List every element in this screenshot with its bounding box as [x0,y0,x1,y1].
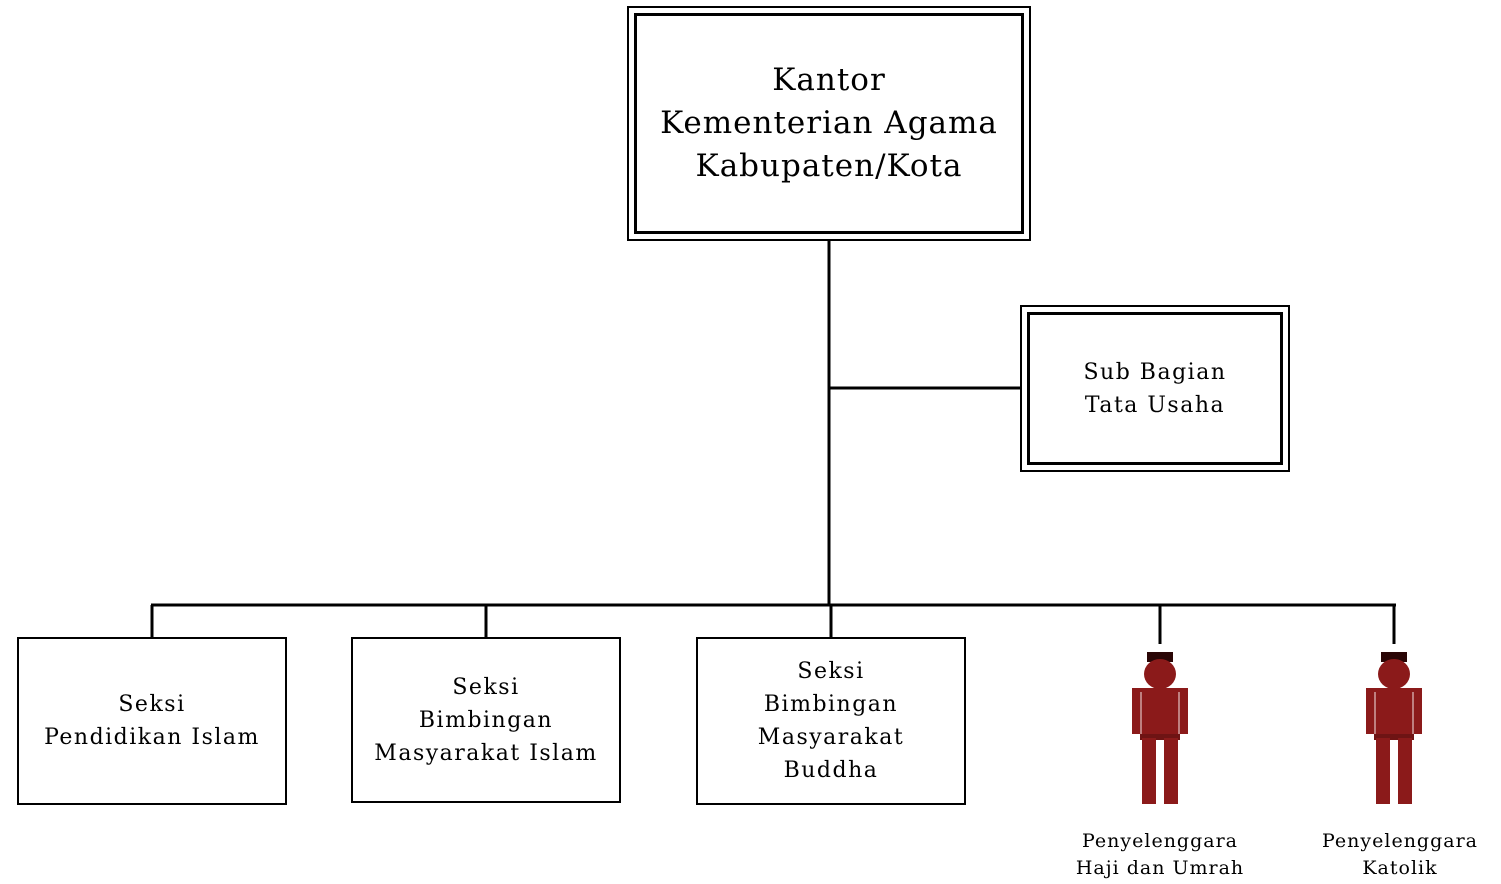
section-label: Seksi Bimbingan Masyarakat Buddha [757,659,905,783]
section-box-pendidikan-islam: Seksi Pendidikan Islam [17,637,287,805]
section-label: Seksi Bimbingan Masyarakat Islam [374,674,598,766]
official-label-haji-umrah: Penyelenggara Haji dan Umrah [1075,830,1245,879]
main-unit-label: Kantor Kementerian Agama Kabupaten/Kota [660,62,998,184]
staff-unit-box: Sub Bagian Tata Usaha [1020,305,1290,472]
section-box-bimas-islam: Seksi Bimbingan Masyarakat Islam [351,637,621,803]
person-icon [1366,652,1422,804]
staff-unit-label: Sub Bagian Tata Usaha [1083,359,1227,418]
official-label-katolik: Penyelenggara Katolik [1321,830,1478,879]
main-unit-box: Kantor Kementerian Agama Kabupaten/Kota [627,6,1031,241]
person-icon [1132,652,1188,804]
section-box-bimas-buddha: Seksi Bimbingan Masyarakat Buddha [696,637,966,805]
section-label: Seksi Pendidikan Islam [44,692,260,750]
